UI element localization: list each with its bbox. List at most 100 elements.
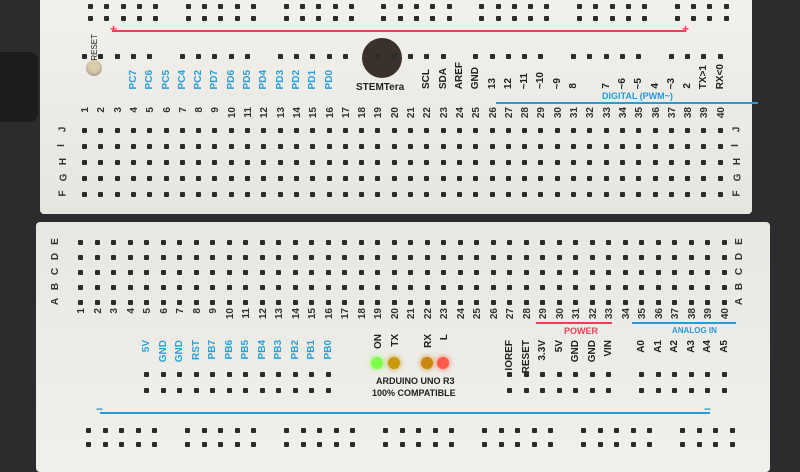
rail-hole[interactable] — [674, 4, 680, 9]
breadboard-hole[interactable] — [342, 285, 347, 290]
breadboard-hole[interactable] — [424, 192, 430, 197]
header-hole[interactable] — [606, 388, 611, 393]
breadboard-hole[interactable] — [144, 240, 149, 245]
breadboard-hole[interactable] — [538, 176, 544, 181]
breadboard-hole[interactable] — [556, 255, 562, 260]
breadboard-hole[interactable] — [177, 255, 182, 260]
breadboard-hole[interactable] — [130, 176, 136, 181]
breadboard-hole[interactable] — [359, 176, 365, 181]
header-hole[interactable] — [589, 388, 595, 393]
breadboard-hole[interactable] — [688, 255, 694, 260]
breadboard-hole[interactable] — [571, 144, 576, 149]
breadboard-hole[interactable] — [342, 270, 347, 275]
rail-hole[interactable] — [498, 442, 504, 447]
breadboard-hole[interactable] — [226, 285, 232, 290]
breadboard-hole[interactable] — [212, 160, 218, 165]
rail-hole[interactable] — [593, 16, 599, 21]
breadboard-hole[interactable] — [556, 285, 562, 290]
rail-hole[interactable] — [104, 4, 110, 9]
breadboard-hole[interactable] — [160, 285, 166, 290]
breadboard-hole[interactable] — [589, 255, 595, 260]
rail-hole[interactable] — [577, 4, 582, 9]
breadboard-hole[interactable] — [490, 270, 496, 275]
breadboard-hole[interactable] — [636, 144, 642, 149]
header-hole[interactable] — [573, 388, 578, 393]
breadboard-hole[interactable] — [490, 255, 496, 260]
breadboard-hole[interactable] — [226, 240, 232, 245]
header-hole[interactable] — [82, 54, 87, 59]
breadboard-hole[interactable] — [326, 144, 332, 149]
breadboard-hole[interactable] — [276, 240, 281, 245]
breadboard-hole[interactable] — [408, 192, 413, 197]
breadboard-hole[interactable] — [705, 285, 710, 290]
breadboard-hole[interactable] — [571, 128, 576, 133]
rail-hole[interactable] — [691, 16, 697, 21]
header-hole[interactable] — [685, 54, 691, 59]
breadboard-hole[interactable] — [212, 144, 218, 149]
breadboard-hole[interactable] — [424, 160, 430, 165]
breadboard-hole[interactable] — [177, 285, 182, 290]
breadboard-hole[interactable] — [259, 300, 265, 305]
breadboard-hole[interactable] — [212, 128, 218, 133]
breadboard-hole[interactable] — [490, 240, 496, 245]
breadboard-hole[interactable] — [685, 192, 691, 197]
breadboard-hole[interactable] — [326, 176, 332, 181]
header-hole[interactable] — [701, 54, 707, 59]
breadboard-hole[interactable] — [98, 176, 104, 181]
breadboard-hole[interactable] — [489, 128, 495, 133]
breadboard-hole[interactable] — [358, 300, 364, 305]
header-hole[interactable] — [705, 388, 710, 393]
breadboard-hole[interactable] — [375, 300, 380, 305]
rail-hole[interactable] — [729, 442, 735, 447]
rail-hole[interactable] — [202, 4, 208, 9]
breadboard-hole[interactable] — [589, 300, 595, 305]
rail-hole[interactable] — [577, 16, 582, 21]
breadboard-hole[interactable] — [538, 128, 544, 133]
header-hole[interactable] — [522, 54, 528, 59]
breadboard-hole[interactable] — [705, 240, 710, 245]
breadboard-hole[interactable] — [655, 270, 661, 275]
header-hole[interactable] — [114, 54, 120, 59]
breadboard-hole[interactable] — [160, 240, 166, 245]
breadboard-hole[interactable] — [82, 128, 87, 133]
breadboard-hole[interactable] — [424, 255, 430, 260]
breadboard-hole[interactable] — [701, 176, 707, 181]
breadboard-hole[interactable] — [193, 240, 199, 245]
header-hole[interactable] — [193, 372, 199, 377]
breadboard-hole[interactable] — [622, 285, 628, 290]
breadboard-hole[interactable] — [603, 128, 609, 133]
header-hole[interactable] — [688, 372, 694, 377]
breadboard-hole[interactable] — [540, 300, 545, 305]
breadboard-hole[interactable] — [342, 144, 348, 149]
header-hole[interactable] — [655, 388, 661, 393]
rail-hole[interactable] — [299, 16, 305, 21]
breadboard-hole[interactable] — [701, 192, 707, 197]
breadboard-hole[interactable] — [292, 300, 298, 305]
header-hole[interactable] — [639, 388, 644, 393]
header-hole[interactable] — [717, 54, 723, 59]
breadboard-hole[interactable] — [261, 176, 267, 181]
breadboard-hole[interactable] — [606, 240, 611, 245]
breadboard-hole[interactable] — [193, 270, 199, 275]
breadboard-hole[interactable] — [408, 128, 413, 133]
header-hole[interactable] — [639, 372, 644, 377]
breadboard-hole[interactable] — [507, 285, 512, 290]
header-hole[interactable] — [292, 388, 298, 393]
breadboard-hole[interactable] — [619, 160, 625, 165]
header-hole[interactable] — [243, 388, 248, 393]
breadboard-hole[interactable] — [114, 144, 120, 149]
rail-hole[interactable] — [381, 4, 387, 9]
header-hole[interactable] — [277, 54, 283, 59]
header-hole[interactable] — [342, 54, 348, 59]
breadboard-hole[interactable] — [473, 176, 479, 181]
breadboard-hole[interactable] — [94, 270, 100, 275]
breadboard-hole[interactable] — [424, 285, 430, 290]
breadboard-hole[interactable] — [408, 176, 413, 181]
breadboard-hole[interactable] — [652, 176, 658, 181]
breadboard-hole[interactable] — [441, 285, 446, 290]
breadboard-hole[interactable] — [78, 270, 83, 275]
breadboard-hole[interactable] — [522, 176, 528, 181]
breadboard-hole[interactable] — [538, 160, 544, 165]
rail-hole[interactable] — [201, 428, 207, 433]
rail-hole[interactable] — [152, 428, 157, 433]
